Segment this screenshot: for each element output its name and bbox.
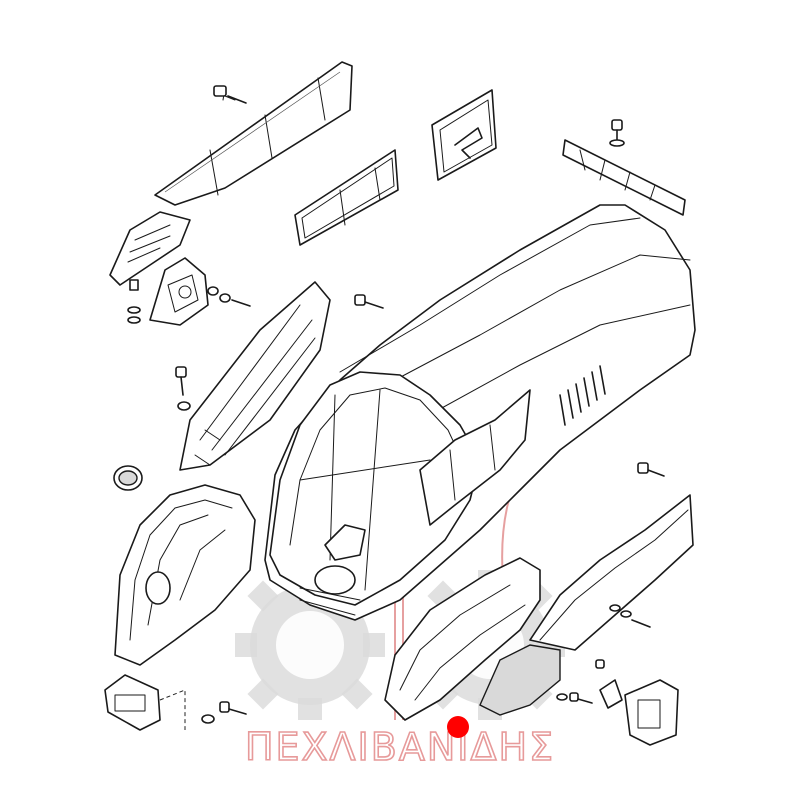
top-right-bracket <box>562 139 686 216</box>
right-panel-bolt-icon <box>609 462 665 628</box>
brand-emblem-icon <box>113 465 143 491</box>
selection-marker <box>447 716 469 738</box>
bolt-icon <box>213 85 247 104</box>
left-vent-grille <box>109 211 191 286</box>
bracket-bolt-icon <box>609 119 625 147</box>
right-lower-bracket <box>599 679 679 746</box>
left-mount-bracket <box>149 257 209 326</box>
center-bolt-icon <box>354 294 384 309</box>
decal-plate <box>431 89 497 181</box>
hood-vent-slots-icon <box>559 365 606 426</box>
right-lower-grille <box>384 557 561 721</box>
panel-bolt-icon <box>175 366 191 411</box>
right-lower-bolt-icon <box>556 659 605 704</box>
front-grille <box>114 484 256 666</box>
side-glass-panels <box>294 149 399 246</box>
watermark-text: ΠΕΧΛΙΒΑΝΙΔΗΣ <box>245 725 555 769</box>
main-hood-assembly <box>264 204 696 621</box>
lower-left-bolt-icon <box>201 701 247 724</box>
left-side-grille-panel <box>179 281 331 471</box>
fastener-group-icon <box>127 279 251 324</box>
lower-left-bracket <box>104 674 186 731</box>
right-side-long-panel <box>529 494 694 651</box>
top-left-trim-strip <box>154 61 353 206</box>
